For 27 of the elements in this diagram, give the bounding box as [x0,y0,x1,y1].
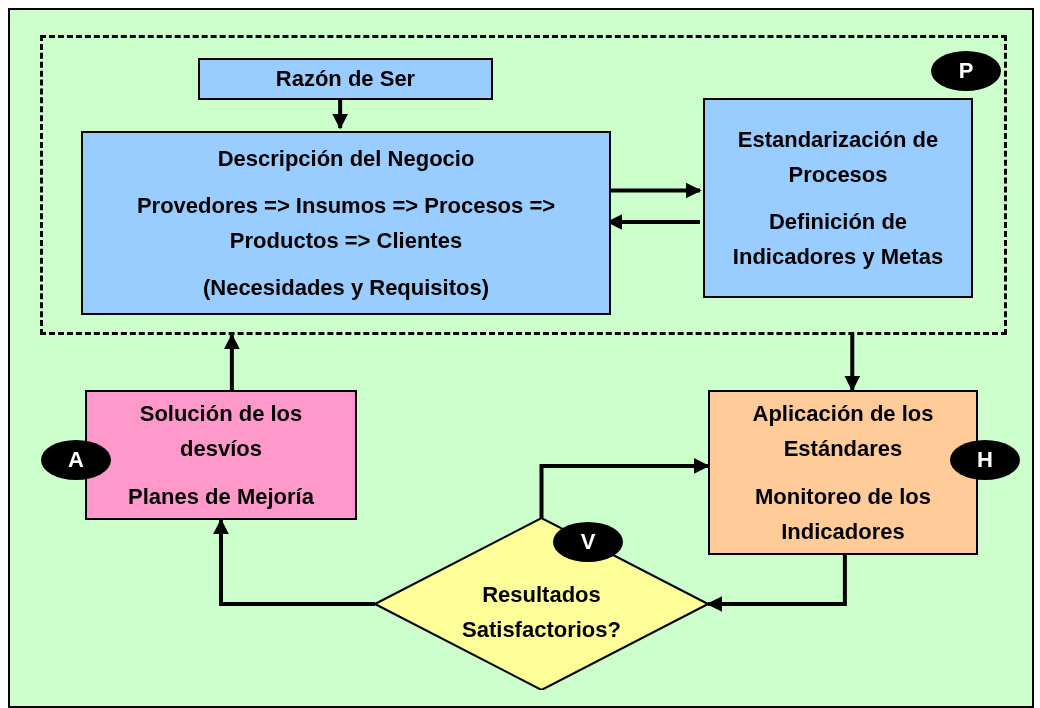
node-heading: H [976,446,994,475]
node-heading: Solución de los desvíos [138,400,304,464]
node-heading: P [957,57,975,86]
node-heading: Descripción del Negocio [216,144,476,173]
process-box [708,390,978,555]
node-text: Planes de Mejoría [127,482,315,511]
node-heading: Aplicación de los Estándares [751,400,935,464]
process-box [703,98,973,298]
dashed-group-box [40,35,1007,335]
node-text: Provedores => Insumos => Procesos => Productos => Clientes [135,191,557,255]
node-heading: Estandarización de Procesos [736,125,940,189]
arrow [706,555,847,612]
arrow [213,518,375,606]
node-heading: Razón de Ser [274,65,417,94]
node-heading: A [67,446,85,475]
arrow [539,457,710,518]
arrow [223,333,240,390]
process-box [81,131,611,315]
arrow [844,335,861,392]
process-box [198,58,493,100]
node-text: (Necesidades y Requisitos) [201,274,491,303]
node-text: Monitoreo de los Indicadores [754,482,932,546]
decision-diamond [375,518,708,690]
node-text: Definición de Indicadores y Metas [731,208,945,272]
node-heading: Resultados Satisfactorios? [461,580,622,644]
process-box [85,390,357,520]
node-heading: V [579,528,597,557]
